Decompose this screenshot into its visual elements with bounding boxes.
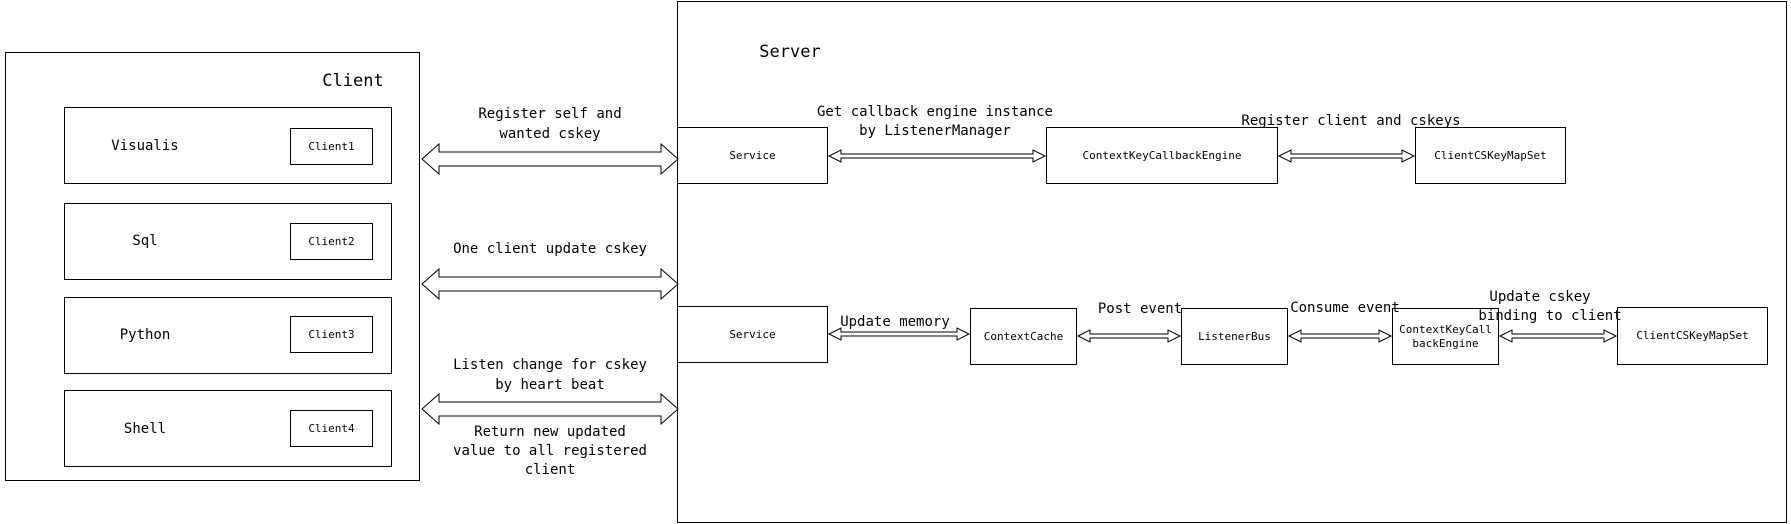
return-label-3: client	[524, 462, 576, 478]
callback-engine-box-1: ContextKeyCallbackEngine	[1046, 127, 1278, 184]
client-row-sql	[64, 203, 392, 280]
return-label-2: value to all registered	[453, 443, 647, 459]
client-id-box-2: Client2	[290, 223, 373, 260]
client-id-box-1: Client1	[290, 128, 373, 165]
client-title: Client	[322, 71, 384, 91]
update-memory-label: Update memory	[840, 314, 950, 330]
return-label-1: Return new updated	[474, 424, 626, 440]
client-id-box-3: Client3	[290, 316, 373, 353]
arrow-cache-bus	[1076, 329, 1182, 343]
update-binding-label-1: Update cskey	[1489, 289, 1591, 305]
arrow-engine-mapset-2	[1498, 329, 1618, 343]
post-event-label: Post event	[1097, 301, 1183, 317]
client-name-python: Python	[119, 327, 171, 343]
service-box-1: Service	[677, 127, 828, 184]
server-title: Server	[759, 42, 821, 62]
client-row-python	[64, 297, 392, 374]
client-name-visualis: Visualis	[111, 138, 179, 154]
arrow-service-cache	[827, 327, 971, 341]
mapset-box-2: ClientCSKeyMapSet	[1617, 307, 1768, 365]
get-engine-label-2: by ListenerManager	[859, 123, 1011, 139]
callback-engine-label-2: backEngine	[1412, 336, 1479, 350]
listen-label-2: by heart beat	[495, 377, 605, 393]
service-box-2: Service	[677, 306, 828, 363]
register-label-1: Register self and	[478, 106, 622, 122]
register-label-2: wanted cskey	[499, 126, 601, 142]
double-arrow-update	[421, 267, 679, 301]
arrow-engine-mapset	[1277, 149, 1416, 163]
client-row-visualis	[64, 107, 392, 184]
client-row-shell	[64, 390, 392, 467]
client-name-sql: Sql	[132, 233, 158, 249]
client-id-box-4: Client4	[290, 410, 373, 447]
context-cache-box: ContextCache	[970, 308, 1077, 365]
listen-label-1: Listen change for cskey	[453, 357, 647, 373]
listener-bus-box: ListenerBus	[1181, 308, 1288, 365]
client-name-shell: Shell	[123, 421, 167, 437]
double-arrow-listen	[421, 392, 679, 426]
server-container	[677, 1, 1787, 523]
register-clients-label: Register client and cskeys	[1241, 113, 1461, 129]
update-label: One client update cskey	[453, 241, 647, 257]
callback-engine-box-2: ContextKeyCall backEngine	[1392, 308, 1499, 365]
update-binding-label-2: binding to client	[1478, 308, 1622, 324]
consume-event-label: Consume event	[1290, 300, 1400, 316]
mapset-box-1: ClientCSKeyMapSet	[1415, 127, 1566, 184]
arrow-bus-engine	[1287, 329, 1393, 343]
get-engine-label-1: Get callback engine instance	[816, 104, 1053, 120]
client-container	[5, 52, 420, 481]
arrow-service-engine	[827, 149, 1047, 163]
callback-engine-label-1: ContextKeyCall	[1399, 322, 1492, 336]
double-arrow-register	[421, 142, 679, 176]
